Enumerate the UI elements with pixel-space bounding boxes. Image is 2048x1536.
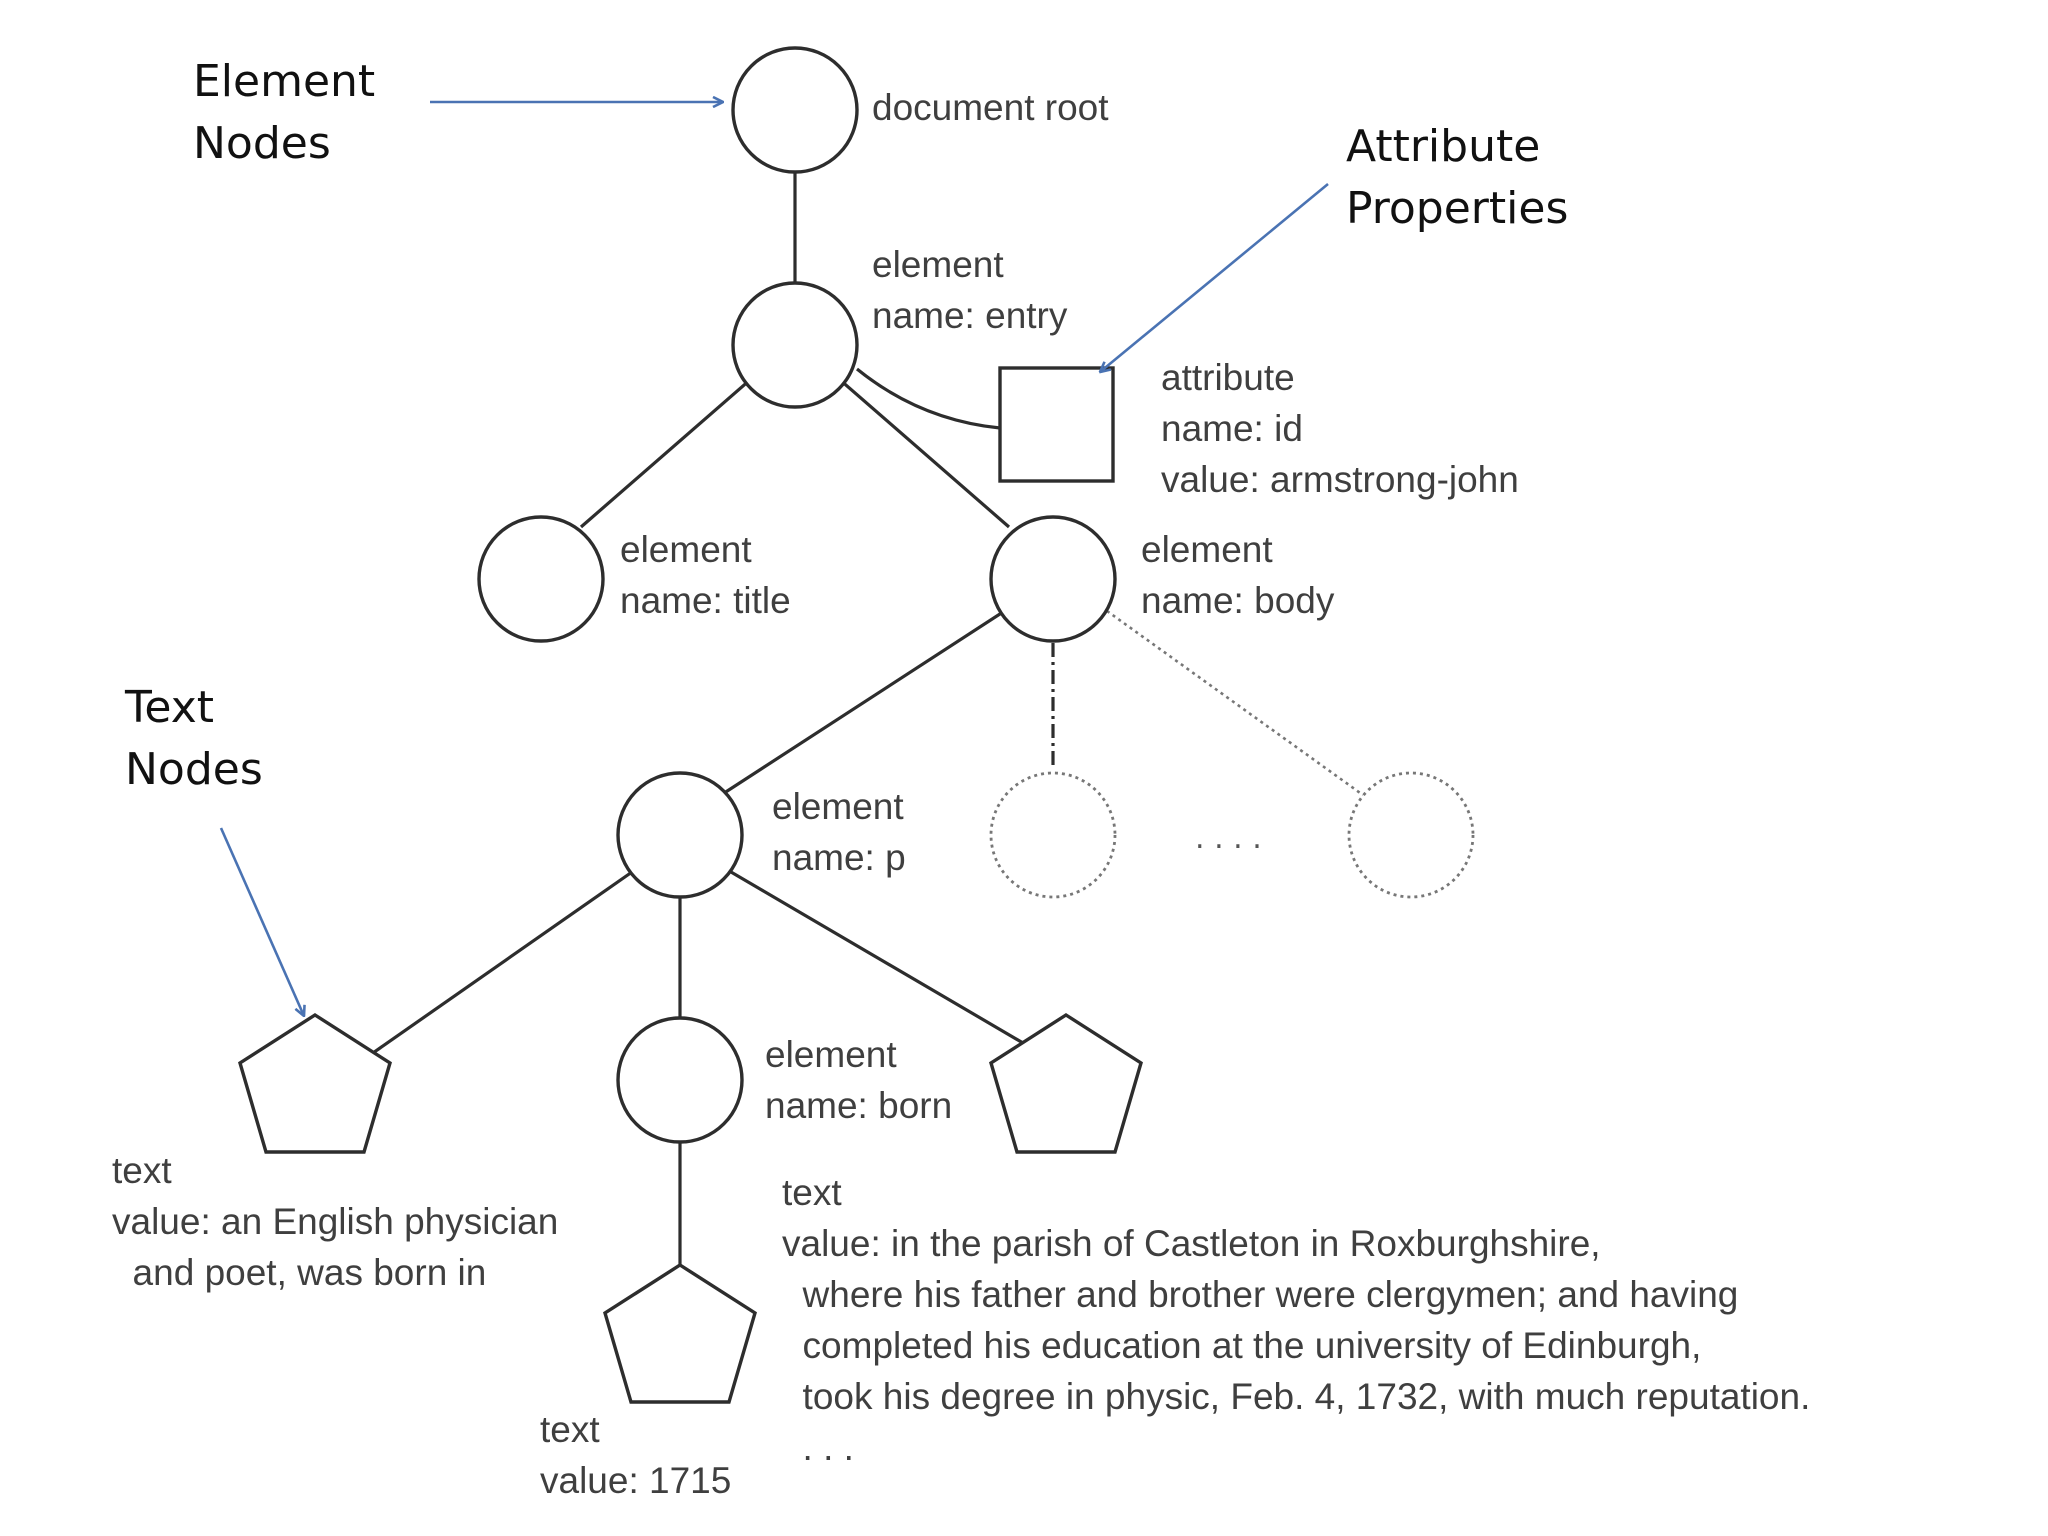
edge-entry-attribute (855, 367, 1001, 430)
title-label: element name: title (620, 529, 791, 621)
right-text-label: text value: in the parish of Castleton i… (782, 1172, 1882, 1468)
edge-body-dotted-child (1106, 609, 1364, 797)
right-text-node (989, 1012, 1143, 1154)
text-nodes-arrow (219, 827, 304, 1016)
entry-label: element name: entry (872, 244, 1068, 336)
p-element-node (616, 771, 744, 899)
born-text-label: text value: 1715 (540, 1409, 731, 1501)
dotted-child-node (1347, 771, 1475, 899)
annotations: Element Nodes Attribute Properties Text … (124, 56, 1568, 1016)
edge-body-p (717, 610, 1004, 799)
born-label: element name: born (765, 1034, 952, 1126)
root-label: document root (872, 87, 1109, 128)
body-label: element name: body (1141, 529, 1335, 621)
id-attribute-node (998, 366, 1115, 483)
title-element-node (477, 515, 605, 643)
tree-nodes (238, 46, 1475, 1404)
text-nodes-annotation: Text Nodes (124, 682, 263, 795)
edge-entry-title (579, 377, 753, 529)
born-text-node (603, 1262, 757, 1404)
sibling-ellipsis: . . . . (1195, 821, 1262, 856)
edge-entry-body (837, 377, 1011, 529)
dashed-child-node (989, 771, 1117, 899)
left-text-node (238, 1012, 392, 1154)
attribute-properties-annotation: Attribute Properties (1346, 121, 1568, 234)
attribute-label: attribute name: id value: armstrong-john (1161, 357, 1519, 500)
root-element-node (731, 46, 859, 174)
edge-p-text-right (730, 870, 1036, 1052)
attribute-properties-arrow (1100, 182, 1329, 372)
node-labels: document root element name: entry attrib… (112, 87, 1882, 1501)
body-element-node (989, 515, 1117, 643)
p-label: element name: p (772, 786, 914, 878)
entry-element-node (731, 281, 859, 409)
edge-p-text-left (369, 870, 633, 1057)
tree-edges (369, 173, 1364, 1265)
left-text-label: text value: an English physician and poe… (112, 1150, 630, 1293)
born-element-node (616, 1016, 744, 1144)
element-nodes-annotation: Element Nodes (193, 56, 389, 169)
